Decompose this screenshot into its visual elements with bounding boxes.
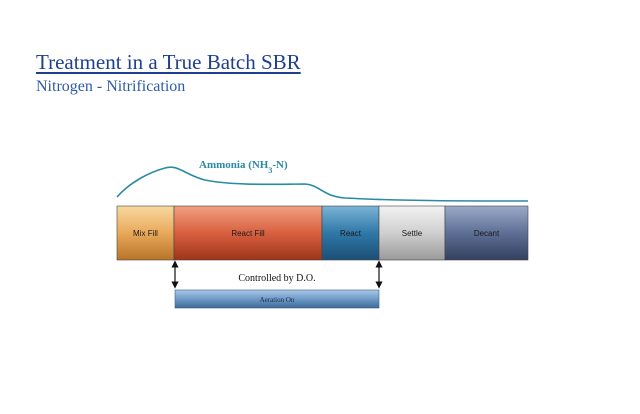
aeration-label: Aeration On xyxy=(260,296,295,304)
phase-mix-fill xyxy=(116,205,175,261)
phase-decant xyxy=(444,205,529,261)
phase-label-mix-fill: Mix Fill xyxy=(133,229,158,238)
ammonia-label: Ammonia (NH3-N) xyxy=(199,159,288,175)
ammonia-curve xyxy=(116,166,529,202)
controlled-by-do-label: Controlled by D.O. xyxy=(238,273,315,284)
page-subtitle: Nitrogen - Nitrification xyxy=(36,78,186,95)
phase-label-decant: Decant xyxy=(474,229,500,238)
aeration-bar xyxy=(174,289,380,309)
page-title: Treatment in a True Batch SBR xyxy=(36,50,301,74)
phase-label-settle: Settle xyxy=(402,229,423,238)
phase-bar: Mix Fill React Fill React Settle Decant xyxy=(116,205,529,261)
phase-settle xyxy=(378,205,446,261)
phase-react xyxy=(321,205,380,261)
phase-label-react: React xyxy=(340,229,362,238)
phase-label-react-fill: React Fill xyxy=(231,229,265,238)
